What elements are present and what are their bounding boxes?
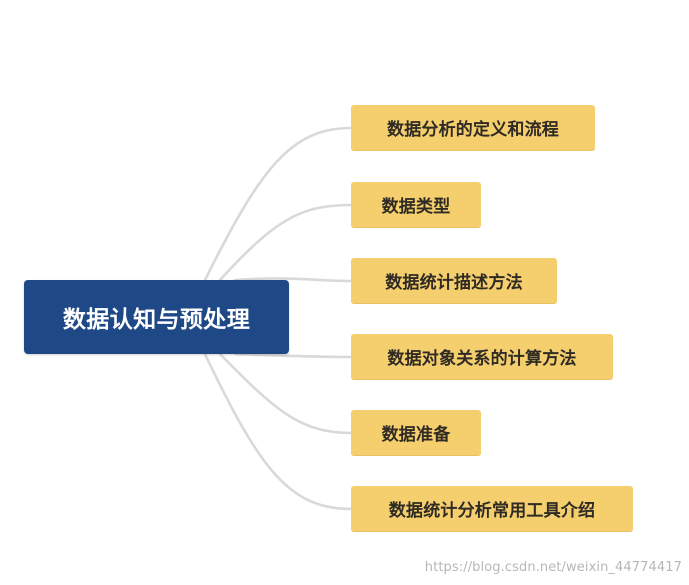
branch-node-definition-process: 数据分析的定义和流程	[351, 105, 595, 150]
watermark-text: https://blog.csdn.net/weixin_44774417	[424, 560, 682, 575]
root-node: 数据认知与预处理	[24, 280, 289, 354]
branch-node-label: 数据统计描述方法	[385, 273, 523, 293]
connector-branch-2	[218, 203, 353, 282]
branch-node-label: 数据统计分析常用工具介绍	[388, 501, 596, 521]
connector-branch-5	[218, 352, 353, 435]
connector-branch-4	[233, 352, 353, 359]
branch-node-tools-intro: 数据统计分析常用工具介绍	[351, 486, 633, 531]
branch-node-statistical-description: 数据统计描述方法	[351, 258, 557, 303]
connector-branch-1	[203, 126, 353, 282]
branch-node-label: 数据类型	[381, 197, 451, 217]
branch-node-label: 数据对象关系的计算方法	[387, 349, 577, 369]
branch-node-data-preparation: 数据准备	[351, 410, 481, 455]
branch-node-object-relations: 数据对象关系的计算方法	[351, 334, 613, 379]
connector-branch-6	[203, 352, 353, 511]
branch-node-label: 数据准备	[381, 425, 451, 445]
root-node-label: 数据认知与预处理	[62, 307, 251, 333]
branch-node-data-types: 数据类型	[351, 182, 481, 227]
branch-node-label: 数据分析的定义和流程	[387, 120, 559, 140]
